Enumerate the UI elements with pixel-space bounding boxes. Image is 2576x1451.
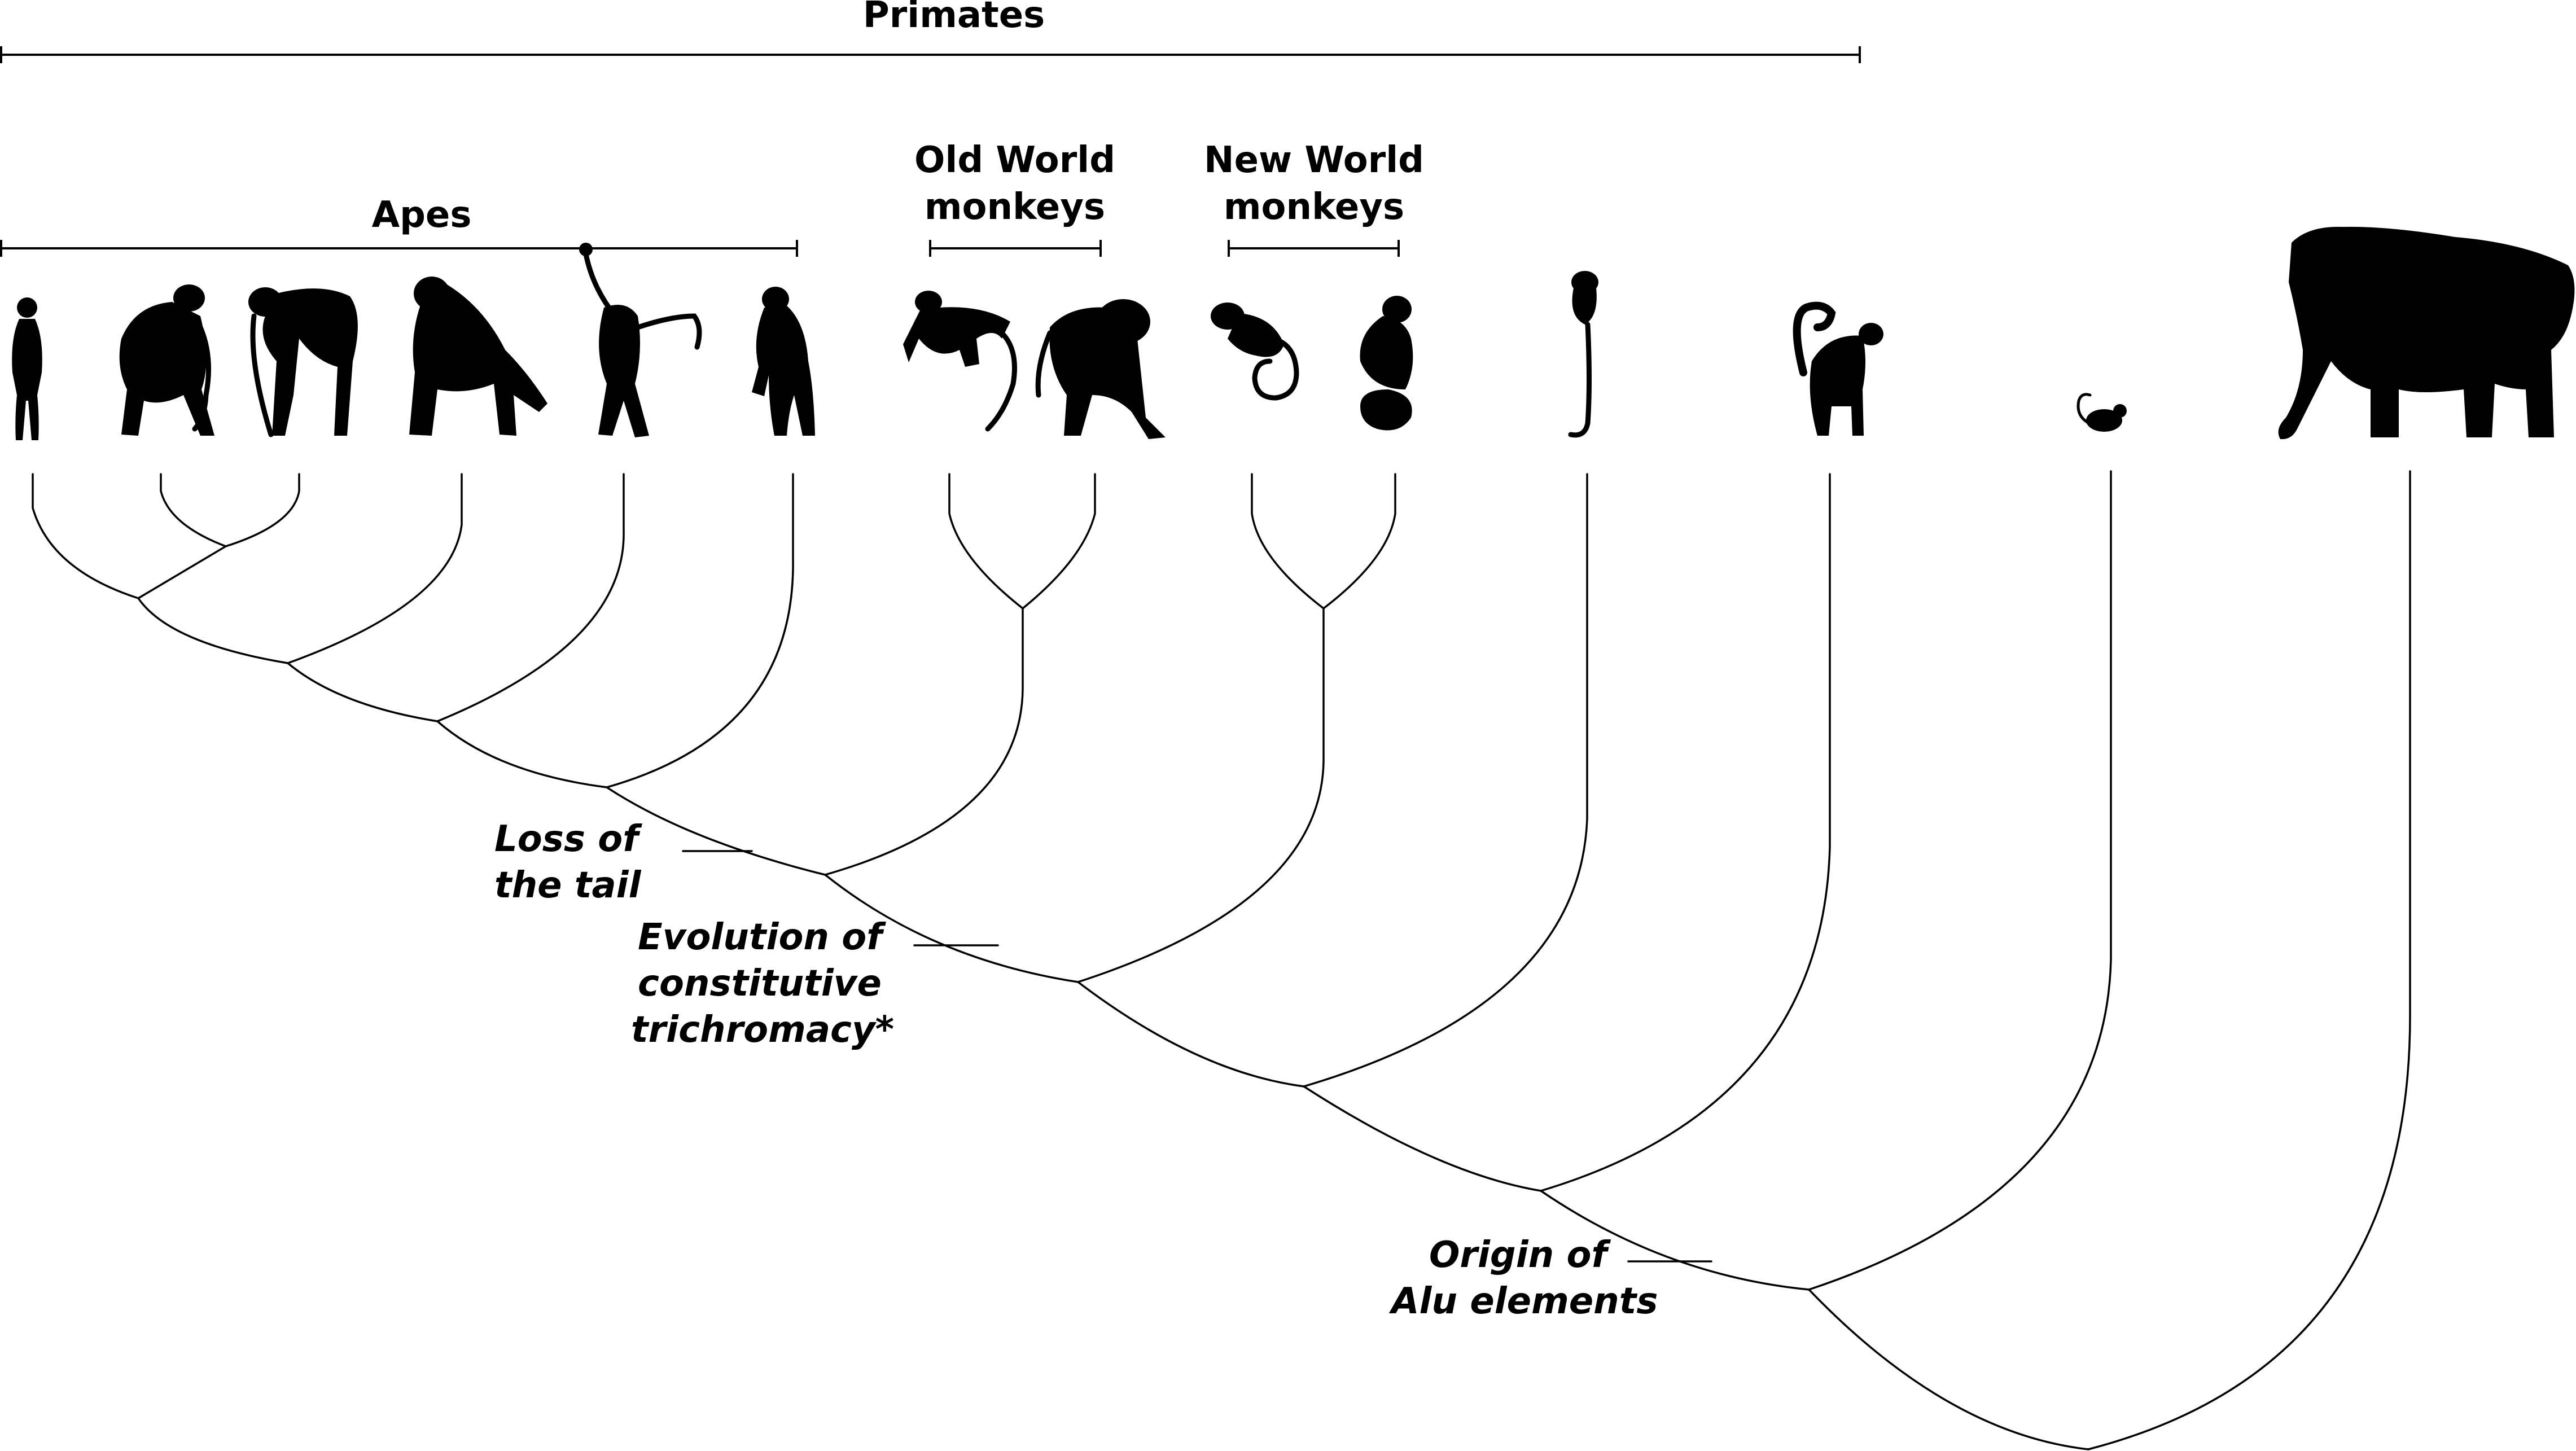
- branch-homininae: [288, 663, 437, 721]
- mouse-silhouette-icon: [2078, 394, 2127, 432]
- primates-bracket: Primates: [0, 0, 1860, 63]
- branch-haplorhini: [1304, 1086, 1541, 1191]
- old-world-label-line1: Old World: [914, 139, 1115, 181]
- branch-anthropoidea: [1078, 982, 1304, 1086]
- apes-label: Apes: [372, 194, 472, 236]
- primates-label: Primates: [863, 0, 1045, 36]
- event-trichromacy: Evolution of constitutive trichromacy*: [631, 917, 998, 1051]
- branch-capuchin: [1324, 474, 1395, 608]
- branch-chimpanzee: [161, 474, 226, 546]
- tail-label-line1: Loss of: [494, 818, 642, 860]
- old-world-monkeys-bracket: Old World monkeys: [914, 139, 1115, 257]
- gibbon-silhouette-icon: [752, 287, 815, 436]
- branch-new-world-stem: [1078, 608, 1324, 982]
- phylogenetic-tree: [33, 471, 2410, 1449]
- trichromacy-label-line3: trichromacy*: [631, 1009, 894, 1051]
- branch-gibbon: [607, 474, 793, 787]
- alu-label-line2: Alu elements: [1388, 1281, 1658, 1322]
- branch-baboon: [1023, 474, 1095, 608]
- branch-gorilla: [288, 474, 462, 663]
- chimpanzee-silhouette-icon: [120, 284, 214, 436]
- baboon-silhouette-icon: [1038, 299, 1166, 439]
- gorilla-silhouette-icon: [409, 277, 547, 436]
- event-origin-of-alu: Origin of Alu elements: [1388, 1234, 1711, 1322]
- capuchin-silhouette-icon: [1360, 296, 1413, 431]
- new-world-monkeys-bracket: New World monkeys: [1204, 139, 1424, 257]
- new-world-label-line1: New World: [1204, 139, 1424, 181]
- branch-tarsier: [1304, 474, 1587, 1086]
- branch-mouse: [1809, 471, 2111, 1290]
- branch-orangutan: [437, 474, 624, 721]
- branch-hominidae: [437, 721, 607, 787]
- human-silhouette-icon: [12, 297, 42, 440]
- marmoset-silhouette-icon: [1211, 303, 1296, 398]
- tail-label-line2: the tail: [494, 865, 642, 906]
- alu-label-line1: Origin of: [1429, 1234, 1611, 1276]
- branch-hominini: [138, 598, 288, 663]
- lemur-silhouette-icon: [1797, 306, 1883, 436]
- branch-pan: [138, 546, 226, 598]
- branch-old-world-stem: [825, 608, 1023, 875]
- orangutan-silhouette-icon: [579, 243, 699, 437]
- branch-lemur: [1541, 474, 1830, 1191]
- tarsier-silhouette-icon: [1571, 271, 1598, 435]
- apes-bracket: Apes: [0, 194, 797, 257]
- new-world-label-line2: monkeys: [1224, 186, 1404, 228]
- branch-bonobo: [226, 474, 299, 546]
- trichromacy-label-line1: Evolution of: [638, 917, 886, 958]
- elephant-silhouette-icon: [2279, 227, 2575, 439]
- event-loss-of-tail: Loss of the tail: [494, 818, 752, 906]
- old-world-label-line2: monkeys: [925, 186, 1105, 228]
- branch-marmoset: [1252, 474, 1324, 608]
- trichromacy-label-line2: constitutive: [638, 963, 882, 1005]
- branch-human: [33, 474, 138, 598]
- bonobo-silhouette-icon: [248, 287, 358, 436]
- branch-elephant: [2088, 471, 2410, 1449]
- branch-euarchontoglires: [1809, 1290, 2088, 1449]
- macaque-silhouette-icon: [903, 291, 1015, 429]
- branch-macaque: [949, 474, 1023, 608]
- branch-apes-stem: [607, 787, 825, 875]
